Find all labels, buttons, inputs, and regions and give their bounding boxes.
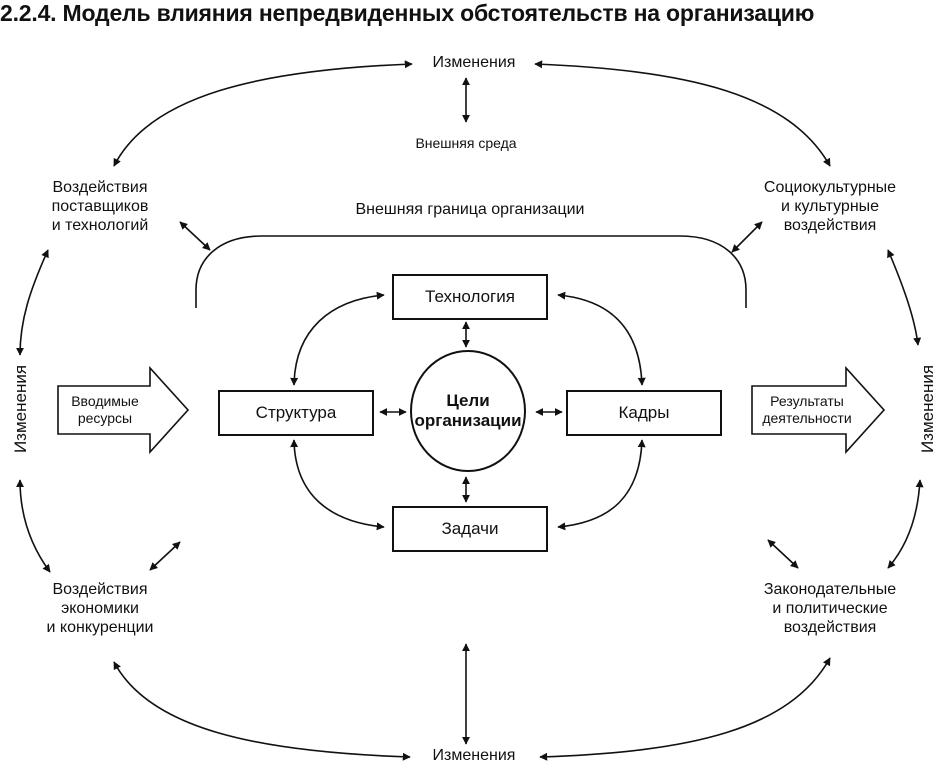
left-changes-label: Изменения <box>11 364 30 454</box>
structure-box: Структура <box>218 390 374 436</box>
arc-left-upper <box>16 249 49 356</box>
page-title: 2.2.4. Модель влияния непредвиденных обс… <box>0 0 815 26</box>
arc-right-lower <box>887 479 924 569</box>
organization-boundary-label: Внешняя граница организации <box>355 201 585 218</box>
sociocultural-impact: Социокультурные и культурные воздействия <box>763 179 897 235</box>
people-box: Кадры <box>566 390 722 436</box>
technology-box: Технология <box>392 274 548 320</box>
output-results-label: Результаты деятельности <box>762 393 852 426</box>
organization-boundary <box>195 235 747 308</box>
external-environment-label: Внешняя среда <box>415 135 517 151</box>
diag-top-right <box>731 221 763 253</box>
top-changes-label: Изменения <box>432 54 516 71</box>
bottom-changes-label: Изменения <box>432 747 516 764</box>
arc-tech-people <box>557 291 646 386</box>
arc-tech-structure <box>290 291 385 386</box>
input-resources-label: Вводимые ресурсы <box>71 393 139 426</box>
diag-top-left <box>179 221 211 251</box>
arc-bottom-right <box>539 657 831 761</box>
economy-competition-impact: Воздействия экономики и конкуренции <box>46 581 154 637</box>
output-block-arrow <box>751 365 886 455</box>
diag-bottom-right <box>767 539 799 569</box>
arc-structure-tasks <box>290 439 385 531</box>
arc-people-tasks <box>557 439 646 531</box>
arc-top-left <box>113 60 413 167</box>
legal-political-impact: Законодательные и политические воздейств… <box>763 581 897 637</box>
suppliers-technology-impact: Воздействия поставщиков и технологий <box>51 179 149 235</box>
arc-left-lower <box>16 479 51 573</box>
arc-top-right <box>534 60 831 167</box>
organization-goals-circle: Цели организации <box>410 350 526 472</box>
input-block-arrow <box>57 365 190 455</box>
tasks-box: Задачи <box>392 506 548 552</box>
arc-bottom-left <box>113 661 411 761</box>
arc-right-upper <box>887 249 922 346</box>
diag-bottom-left <box>149 541 181 571</box>
right-changes-label: Изменения <box>918 364 935 454</box>
